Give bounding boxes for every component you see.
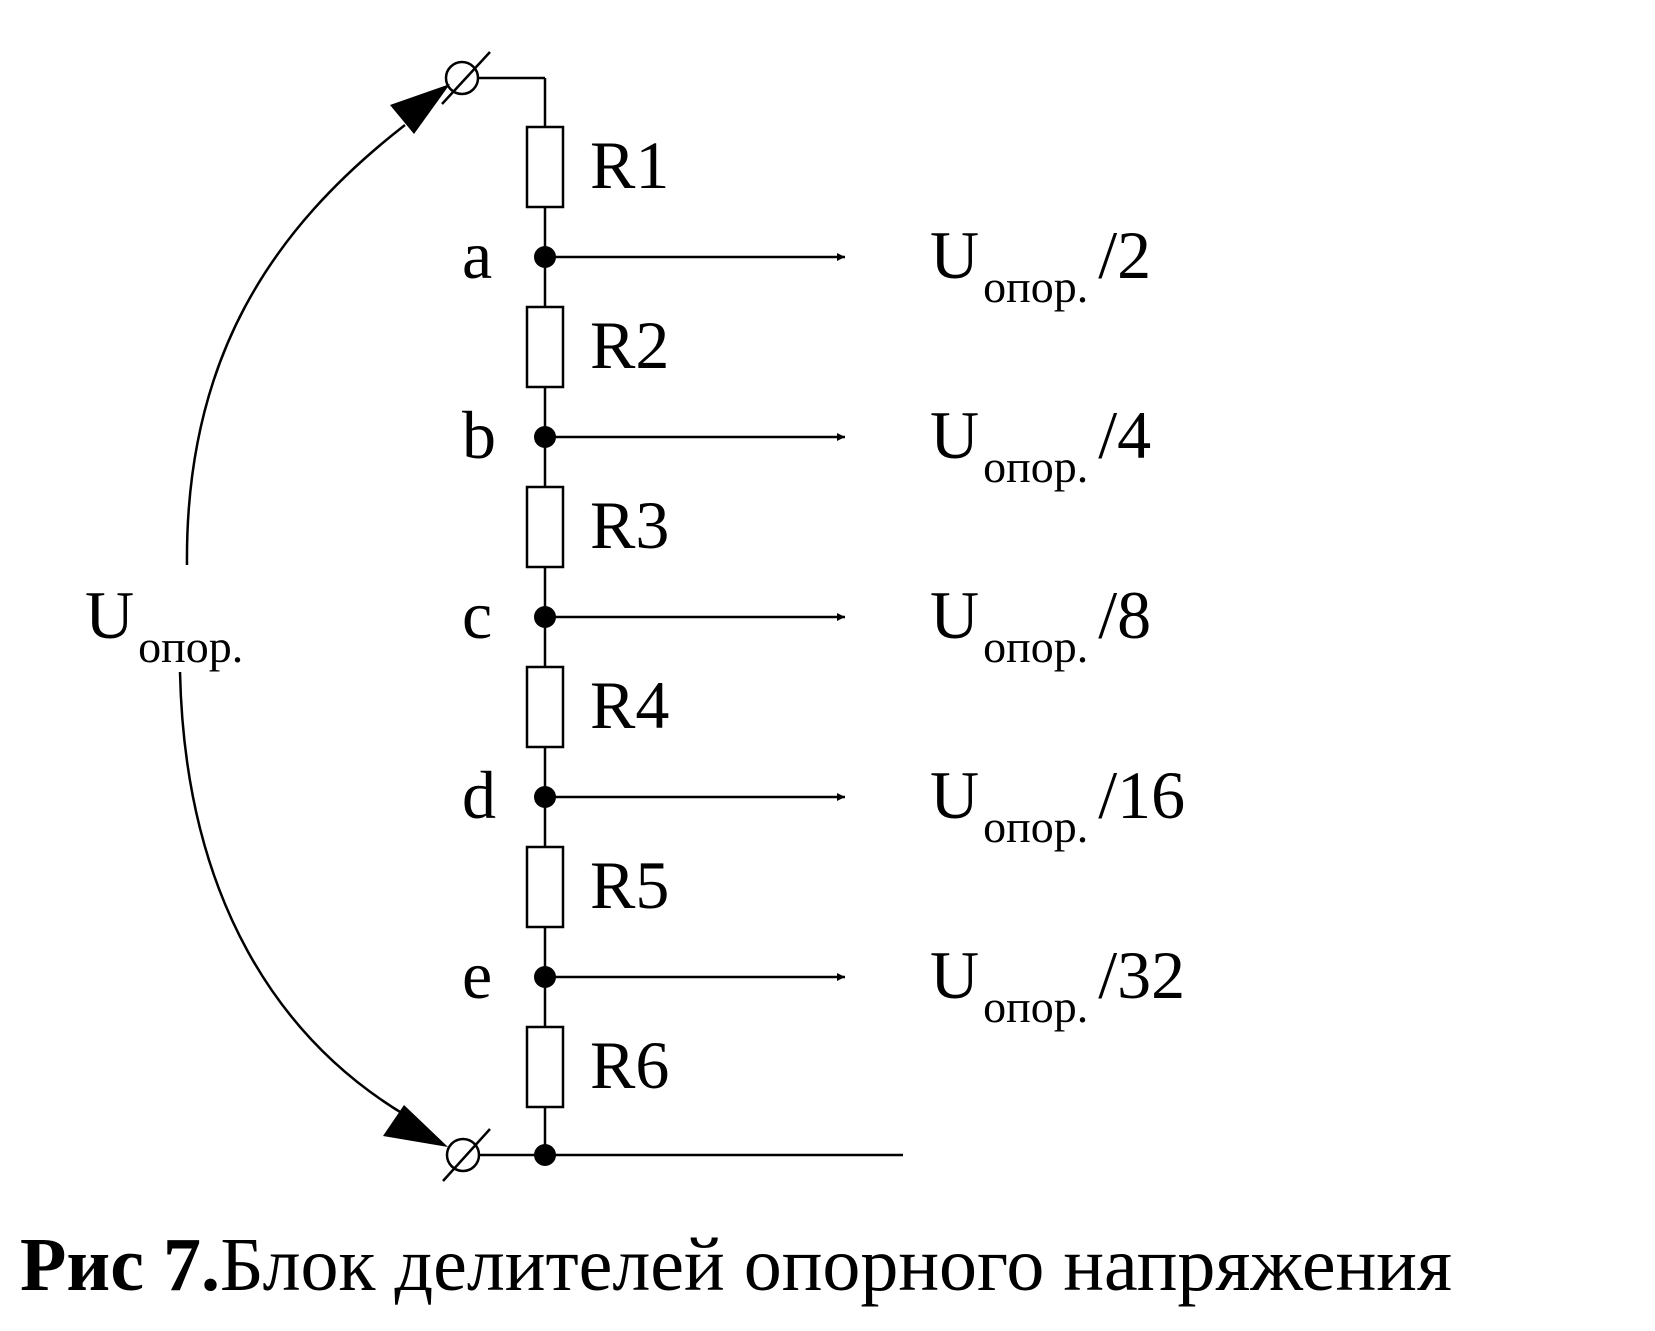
resistor-r5 [525,845,565,929]
node-label-b: b [462,397,496,473]
tap-c: c Uопор./8 [462,577,1151,672]
top-terminal [441,51,547,127]
resistor-label-r1: R1 [590,127,669,203]
tap-a: a Uопор./2 [462,217,1151,312]
resistor-label-r5: R5 [590,847,669,923]
resistor-r6 [525,1025,565,1109]
resistor-label-r6: R6 [590,1027,669,1103]
figure-caption: Рис 7.Блок делителей опорного напряжения [20,1223,1452,1307]
tap-e: e Uопор./32 [462,937,1185,1032]
resistor-r1 [525,125,565,209]
tap-output-label-c: Uопор./8 [930,577,1151,672]
arrow-head-bottom-icon [383,1105,448,1147]
resistor-r3 [525,485,565,569]
bottom-terminal [442,1128,903,1182]
reference-voltage-arrow: Uопор. [85,84,450,1147]
tap-output-label-b: Uопор./4 [930,397,1151,492]
tap-d: d Uопор./16 [462,757,1185,852]
resistor-chain: R1 R2 R3 R4 R5 R6 [525,125,669,1155]
resistor-label-r2: R2 [590,307,669,383]
resistor-label-r3: R3 [590,487,669,563]
node-label-a: a [462,217,492,293]
tap-output-label-d: Uопор./16 [930,757,1185,852]
resistor-r2 [525,305,565,389]
resistor-r4 [525,665,565,749]
resistor-label-r4: R4 [590,667,669,743]
node-label-d: d [462,757,496,833]
tap-output-label-e: Uопор./32 [930,937,1185,1032]
arrow-head-top-icon [390,84,450,134]
node-label-c: c [462,577,492,653]
reference-voltage-label: Uопор. [85,577,243,672]
tap-b: b Uопор./4 [462,397,1151,492]
tap-output-label-a: Uопор./2 [930,217,1151,312]
node-label-e: e [462,937,492,1013]
